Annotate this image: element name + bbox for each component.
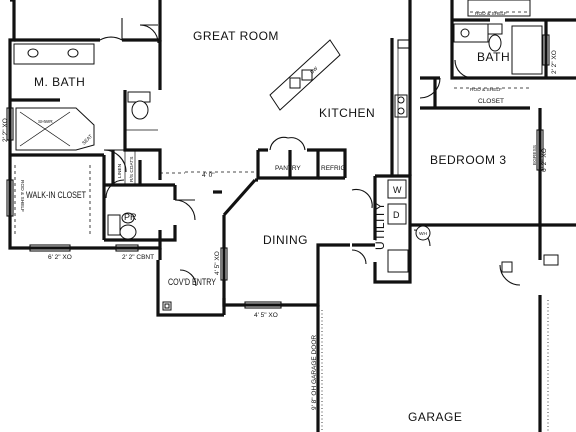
doors [99,18,521,287]
label-rod-shelf-1: ROD & SHELF [19,180,25,212]
label-rs-coats: R/S COATS [129,157,135,183]
label-egress: EGRESS [532,145,538,165]
dim-2-2-xo-left: 2' 2" XO [2,118,9,142]
label-garage: GARAGE [408,410,462,424]
label-closet: CLOSET [478,98,504,105]
label-rod-shelf-3: ROD & SHELF [475,11,507,17]
label-m-bath: M. BATH [34,75,85,89]
room-labels: GREAT ROOM M. BATH KITCHEN BATH BEDROOM … [19,11,538,424]
dim-garage-door: 9' 8" OH GARAGE DOOR [311,335,318,410]
label-great-room: GREAT ROOM [193,29,279,43]
label-linen: LINEN [117,163,123,178]
label-utility: UTILITY [373,202,387,250]
label-dining: DINING [263,233,308,247]
label-w: W [393,185,402,195]
dim-6-2-xo: 6' 2" XO [48,254,72,261]
label-wh: WH [419,231,428,237]
dim-6-2-xo-right: 6' 2" XO [541,148,548,172]
dim-4-5-xo-bottom: 4' 5" XO [254,312,278,319]
dimension-labels: 6' 2" XO 2' 2" CBNT 4' 5" XO 4' 5" XO 9'… [2,50,558,410]
dim-4-0: 4' 0" [202,172,215,179]
fixtures [13,0,559,432]
label-covd-entry: COV'D ENTRY [168,277,216,287]
label-walk-in-closet: WALK-IN CLOSET [26,190,86,200]
label-shwr: SHWR [38,119,53,125]
dim-2-2-xo-top: 2' 2" XO [551,50,558,74]
label-pantry: PANTRY [275,165,301,172]
windows [6,34,550,309]
label-bath: BATH [477,50,510,64]
label-refrig: REFRIG [321,165,346,172]
label-pr: PR [124,212,137,222]
dim-4-5-xo-right: 4' 5" XO [214,251,221,275]
label-bedroom3: BEDROOM 3 [430,153,507,167]
exterior-walls [8,0,576,432]
label-kitchen: KITCHEN [319,106,375,120]
label-d: D [393,210,400,220]
label-rod-shelf-2: ROD & SHELF [470,87,502,93]
label-dw: DW [309,65,319,75]
dim-2-2-cbnt: 2' 2" CBNT [122,254,154,261]
